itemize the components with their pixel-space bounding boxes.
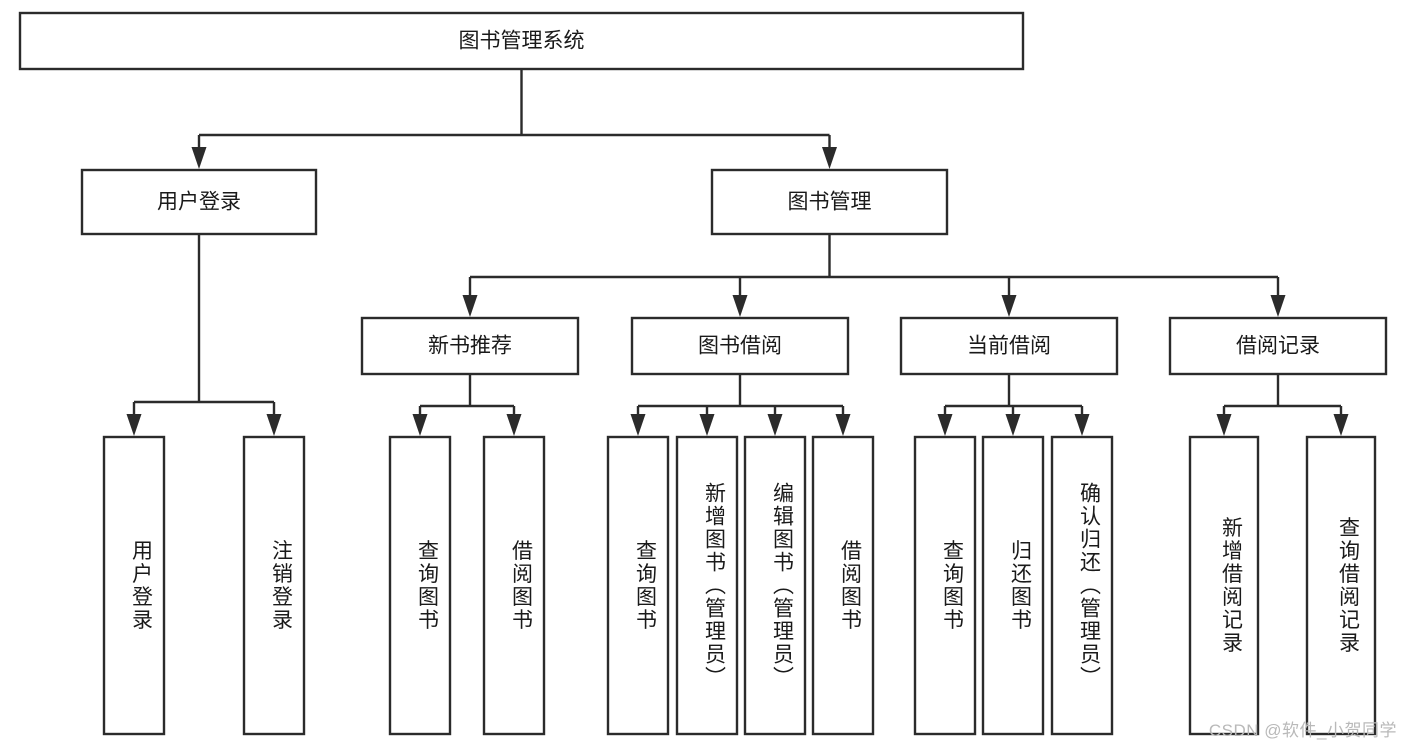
node-box[interactable] — [811, 435, 875, 736]
node-layer: 图书管理系统用户登录图书管理新书推荐图书借阅当前借阅借阅记录用户登录注销登录查询… — [18, 11, 1388, 736]
arrow-head-icon — [1005, 414, 1021, 436]
connector-group-l2_1 — [462, 234, 1286, 317]
node-leaf_4[interactable]: 查询图书 — [606, 435, 670, 736]
node-label: 注销登录 — [270, 540, 294, 632]
connector-group-root — [191, 69, 837, 169]
node-l3_2[interactable]: 当前借阅 — [899, 316, 1119, 376]
node-l3_3[interactable]: 借阅记录 — [1168, 316, 1388, 376]
node-box[interactable] — [606, 435, 670, 736]
arrow-head-icon — [1270, 295, 1286, 317]
node-leaf_0[interactable]: 用户登录 — [102, 435, 166, 736]
node-box[interactable] — [675, 435, 739, 736]
arrow-head-icon — [767, 414, 783, 436]
node-label: 新增借阅记录 — [1220, 517, 1244, 655]
node-l3_1[interactable]: 图书借阅 — [630, 316, 850, 376]
node-label: 查询图书 — [634, 540, 658, 632]
node-box[interactable] — [18, 11, 1025, 71]
node-box[interactable] — [710, 168, 949, 236]
node-box[interactable] — [388, 435, 452, 736]
node-box[interactable] — [630, 316, 850, 376]
connector-group-l3_1 — [630, 374, 851, 436]
arrow-head-icon — [699, 414, 715, 436]
node-box[interactable] — [80, 168, 318, 236]
node-leaf_3[interactable]: 借阅图书 — [482, 435, 546, 736]
node-box[interactable] — [743, 435, 807, 736]
node-label: 查询借阅记录 — [1337, 517, 1361, 655]
node-root[interactable]: 图书管理系统 — [18, 11, 1025, 71]
arrow-head-icon — [266, 414, 282, 436]
node-label: 新增图书（管理员） — [703, 482, 727, 689]
arrow-head-icon — [412, 414, 428, 436]
node-label: 图书借阅 — [698, 335, 782, 358]
arrow-head-icon — [835, 414, 851, 436]
node-label: 借阅图书 — [510, 540, 534, 632]
node-box[interactable] — [899, 316, 1119, 376]
node-box[interactable] — [482, 435, 546, 736]
node-label: 借阅记录 — [1236, 335, 1320, 358]
node-label: 确认归还（管理员） — [1078, 482, 1102, 689]
node-box[interactable] — [1305, 435, 1377, 736]
node-l3_0[interactable]: 新书推荐 — [360, 316, 580, 376]
node-label: 用户登录 — [157, 191, 241, 214]
node-label: 图书管理 — [788, 191, 872, 214]
arrow-head-icon — [506, 414, 522, 436]
connector-layer — [126, 69, 1349, 436]
node-box[interactable] — [102, 435, 166, 736]
node-l2_1[interactable]: 图书管理 — [710, 168, 949, 236]
node-box[interactable] — [242, 435, 306, 736]
arrow-head-icon — [126, 414, 142, 436]
arrow-head-icon — [1333, 414, 1349, 436]
node-box[interactable] — [913, 435, 977, 736]
connector-group-l2_0 — [126, 234, 282, 436]
node-leaf_8[interactable]: 查询图书 — [913, 435, 977, 736]
node-leaf_9[interactable]: 归还图书 — [981, 435, 1045, 736]
node-leaf_10[interactable]: 确认归还（管理员） — [1050, 435, 1114, 736]
arrow-head-icon — [1216, 414, 1232, 436]
node-label: 图书管理系统 — [459, 30, 585, 53]
connector-group-l3_2 — [937, 374, 1090, 436]
arrow-head-icon — [630, 414, 646, 436]
node-leaf_2[interactable]: 查询图书 — [388, 435, 452, 736]
node-leaf_12[interactable]: 查询借阅记录 — [1305, 435, 1377, 736]
connector-group-l3_3 — [1216, 374, 1349, 436]
node-box[interactable] — [1168, 316, 1388, 376]
node-l2_0[interactable]: 用户登录 — [80, 168, 318, 236]
node-leaf_1[interactable]: 注销登录 — [242, 435, 306, 736]
node-label: 编辑图书（管理员） — [771, 482, 795, 689]
arrow-head-icon — [1074, 414, 1090, 436]
node-box[interactable] — [360, 316, 580, 376]
connector-group-l3_0 — [412, 374, 522, 436]
node-label: 当前借阅 — [967, 335, 1051, 358]
node-leaf_7[interactable]: 借阅图书 — [811, 435, 875, 736]
arrow-head-icon — [191, 147, 207, 169]
arrow-head-icon — [1001, 295, 1017, 317]
arrow-head-icon — [732, 295, 748, 317]
node-leaf_5[interactable]: 新增图书（管理员） — [675, 435, 739, 736]
node-box[interactable] — [1050, 435, 1114, 736]
node-box[interactable] — [981, 435, 1045, 736]
node-label: 用户登录 — [130, 540, 154, 632]
node-label: 新书推荐 — [428, 335, 512, 358]
node-label: 查询图书 — [416, 540, 440, 632]
node-label: 借阅图书 — [839, 540, 863, 632]
node-label: 查询图书 — [941, 540, 965, 632]
arrow-head-icon — [462, 295, 478, 317]
node-leaf_6[interactable]: 编辑图书（管理员） — [743, 435, 807, 736]
arrow-head-icon — [937, 414, 953, 436]
node-label: 归还图书 — [1009, 540, 1033, 632]
arrow-head-icon — [822, 147, 837, 169]
node-box[interactable] — [1188, 435, 1260, 736]
node-leaf_11[interactable]: 新增借阅记录 — [1188, 435, 1260, 736]
